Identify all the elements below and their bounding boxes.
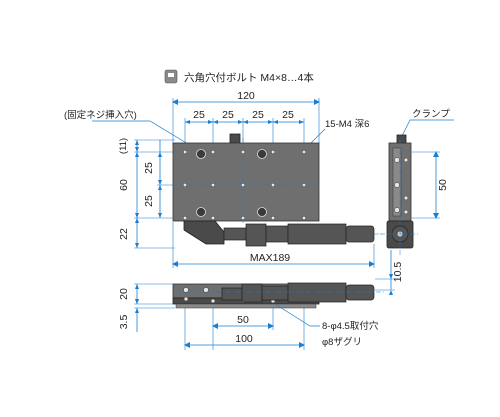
dim-max189: MAX189 [250,252,290,264]
stage-plate [172,142,320,222]
dim-front-3-5: 3.5 [118,315,130,330]
callouts: (固定ネジ挿入穴) 15-M4 深6 クランプ [64,109,454,153]
dim-front-20: 20 [118,288,130,300]
max-dimension: MAX189 [172,222,375,268]
dim-25-c: 25 [252,109,264,121]
clamp-knob-top [229,133,241,144]
mount-hole-callouts: 8-φ4.5取付穴 φ8ザグリ [274,303,379,348]
fixing-screw-hole-label: (固定ネジ挿入穴) [64,109,137,121]
mount-holes-label: 8-φ4.5取付穴 [322,320,379,332]
side-view: 50 [380,134,449,255]
legend-text: 六角穴付ボルト M4×8…4本 [184,71,314,84]
dim-front-100: 100 [235,333,253,345]
dim-25-b: 25 [222,109,234,121]
clamp-label: クランプ [412,109,450,120]
offset-dimension: 10.5 [375,250,404,295]
legend: 六角穴付ボルト M4×8…4本 [164,69,314,84]
micrometer-sleeve [245,223,267,247]
micrometer-ratchet [345,225,375,243]
dim-side-50: 50 [437,179,449,191]
dim-25-v2: 25 [143,195,155,207]
top-dimensions: 120 25 25 25 25 [172,90,320,150]
dim-25-d: 25 [282,109,294,121]
tapped-holes-label: 15-M4 深6 [325,119,369,130]
dim-25-a: 25 [193,109,205,121]
hex-socket-bolt-icon-head [168,73,174,77]
top-view [172,133,384,247]
dim-11: (11) [118,138,129,154]
dim-10-5: 10.5 [392,262,404,283]
dim-120: 120 [237,90,255,102]
micrometer-bracket [183,220,225,245]
dim-22: 22 [118,228,130,240]
dim-front-50: 50 [237,314,249,326]
left-dimensions: (11) 60 25 25 22 [118,138,175,249]
clamp-knob-side [396,134,407,144]
counterbore-label: φ8ザグリ [322,336,362,348]
dim-25-v1: 25 [143,162,155,174]
micrometer-thimble [287,223,347,245]
dim-60: 60 [118,179,130,191]
front-dimensions: 20 3.5 50 100 [118,283,305,350]
micrometer-thimble-front [287,282,347,303]
front-view [172,282,384,309]
